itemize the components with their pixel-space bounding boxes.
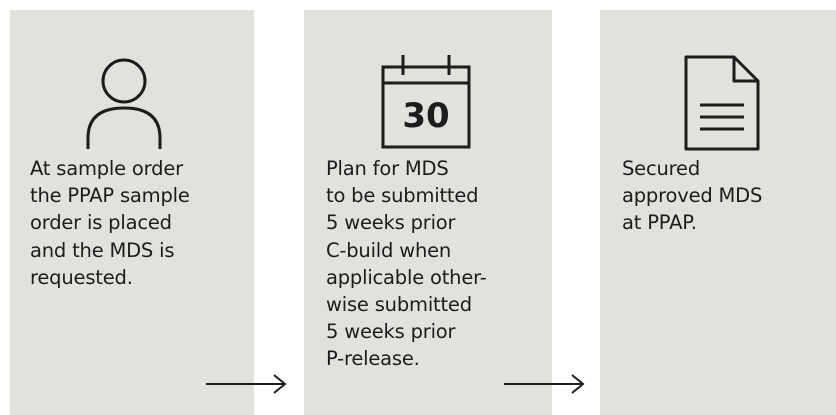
arrow-right-icon	[504, 374, 585, 394]
step-card-plan-mds: 30 Plan for MDS to be submitted 5 weeks …	[304, 10, 552, 415]
step-3-text: Secured approved MDS at PPAP.	[622, 157, 763, 235]
step-card-sample-order: At sample order the PPAP sample order is…	[10, 10, 254, 415]
document-icon	[684, 55, 760, 151]
arrow-right-icon	[206, 374, 287, 394]
person-icon	[86, 58, 162, 149]
step-card-secured-mds: Secured approved MDS at PPAP.	[600, 10, 836, 415]
step-2-text: Plan for MDS to be submitted 5 weeks pri…	[326, 157, 487, 371]
step-1-text: At sample order the PPAP sample order is…	[30, 157, 190, 289]
calendar-number: 30	[402, 96, 449, 136]
calendar-icon: 30	[381, 55, 471, 149]
